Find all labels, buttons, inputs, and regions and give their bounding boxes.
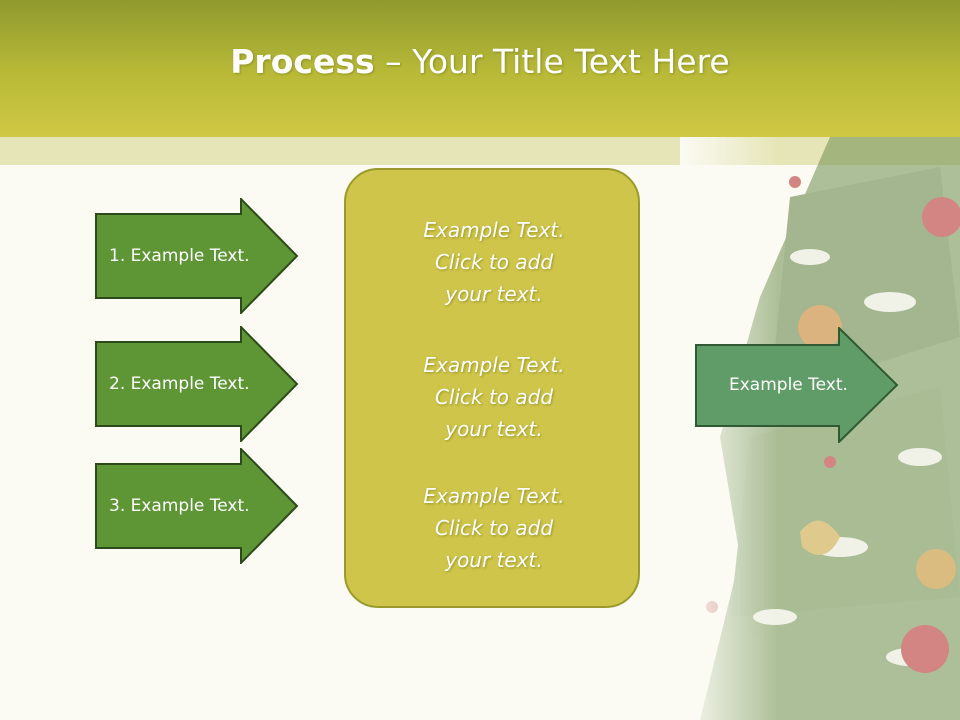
arrow-shape bbox=[95, 326, 299, 442]
center-text-box[interactable]: Example Text. Click to add your text. Ex… bbox=[344, 168, 640, 608]
title-bar: Process – Your Title Text Here bbox=[0, 0, 960, 137]
title-bold: Process bbox=[230, 42, 375, 81]
center-paragraph-2: Example Text. Click to add your text. bbox=[346, 349, 642, 445]
arrow-shape bbox=[95, 198, 299, 314]
arrow-shape bbox=[695, 327, 899, 443]
center-line: your text. bbox=[445, 417, 543, 441]
center-line: your text. bbox=[445, 548, 543, 572]
step-arrow-label: 1. Example Text. bbox=[109, 246, 250, 266]
step-arrow-2[interactable]: 2. Example Text. bbox=[95, 326, 299, 442]
step-arrow-label: 2. Example Text. bbox=[109, 374, 250, 394]
title-rest: – Your Title Text Here bbox=[374, 42, 730, 81]
center-paragraph-3: Example Text. Click to add your text. bbox=[346, 480, 642, 576]
step-arrow-1[interactable]: 1. Example Text. bbox=[95, 198, 299, 314]
center-paragraph-1: Example Text. Click to add your text. bbox=[346, 214, 642, 310]
result-arrow-label: Example Text. bbox=[729, 375, 848, 395]
slide-title[interactable]: Process – Your Title Text Here bbox=[230, 42, 729, 81]
center-line: your text. bbox=[445, 282, 543, 306]
arrow-shape bbox=[95, 448, 299, 564]
result-arrow[interactable]: Example Text. bbox=[695, 327, 899, 443]
christmas-tree-image bbox=[680, 137, 960, 720]
center-line: Click to add bbox=[434, 385, 554, 409]
center-line: Click to add bbox=[434, 250, 554, 274]
center-line: Click to add bbox=[434, 516, 554, 540]
step-arrow-label: 3. Example Text. bbox=[109, 496, 250, 516]
center-line: Example Text. bbox=[423, 484, 565, 508]
center-line: Example Text. bbox=[423, 353, 565, 377]
center-line: Example Text. bbox=[423, 218, 565, 242]
step-arrow-3[interactable]: 3. Example Text. bbox=[95, 448, 299, 564]
